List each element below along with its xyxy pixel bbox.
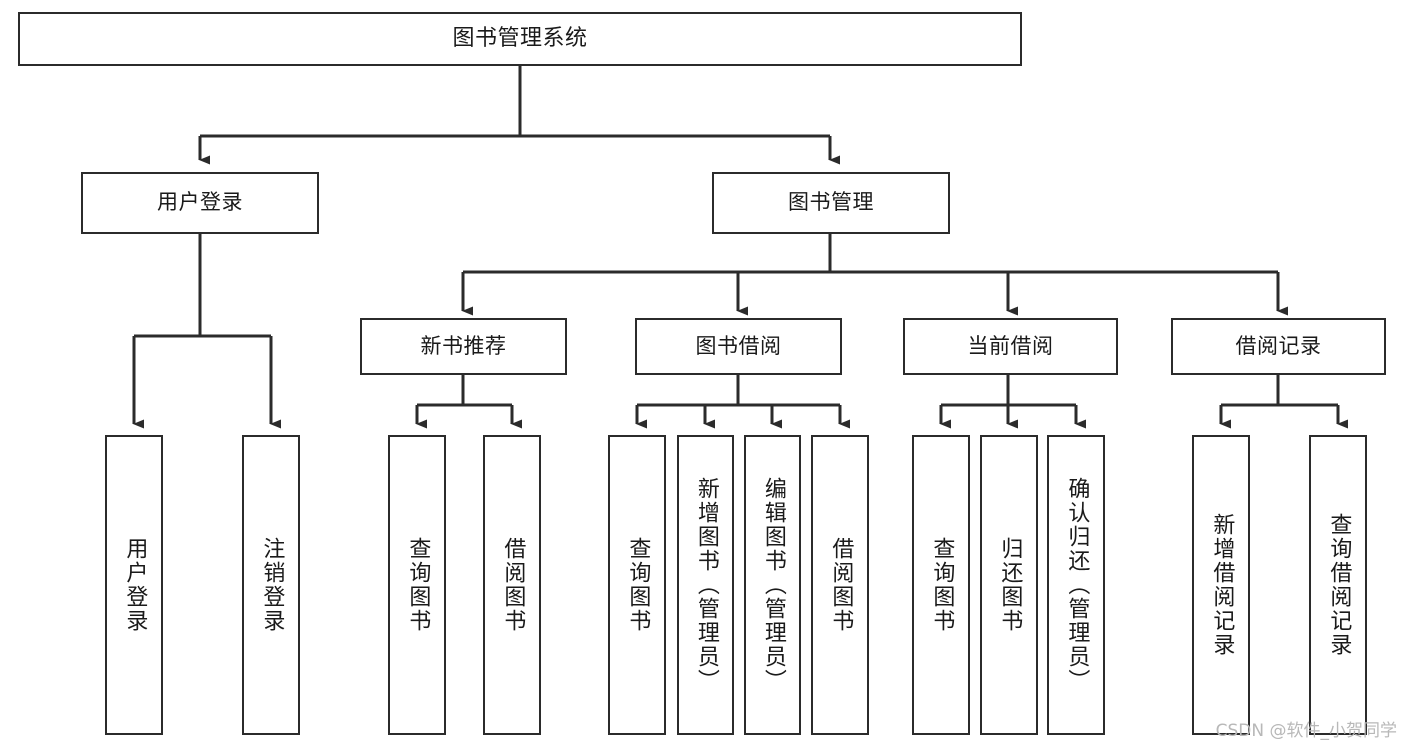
leaf-book-borrow-3[interactable]: 借阅图书: [811, 435, 869, 735]
leaf-book-borrow-2[interactable]: 编辑图书（管理员）: [744, 435, 801, 735]
node-label: 查询图书: [405, 537, 431, 633]
leaf-current-borrow-1[interactable]: 归还图书: [980, 435, 1038, 735]
leaf-new-book-rec-1[interactable]: 借阅图书: [483, 435, 541, 735]
leaf-current-borrow-2[interactable]: 确认归还（管理员）: [1047, 435, 1105, 735]
node-label: 确认归还（管理员）: [1064, 477, 1090, 693]
node-new-book-recommend[interactable]: 新书推荐: [360, 318, 567, 375]
node-label: 图书管理: [788, 190, 874, 215]
node-label: 新书推荐: [420, 333, 507, 358]
leaf-book-borrow-0[interactable]: 查询图书: [608, 435, 666, 735]
node-label: 注销登录: [259, 537, 285, 633]
node-label: 用户登录: [157, 190, 243, 215]
node-label: 图书管理系统: [452, 25, 588, 51]
leaf-new-book-rec-0[interactable]: 查询图书: [388, 435, 446, 735]
node-label: 查询借阅记录: [1326, 513, 1352, 657]
node-label: 借阅图书: [828, 537, 854, 633]
node-current-borrow[interactable]: 当前借阅: [903, 318, 1118, 375]
node-label: 编辑图书（管理员）: [760, 477, 786, 693]
node-book-borrow[interactable]: 图书借阅: [635, 318, 842, 375]
node-label: 当前借阅: [967, 333, 1054, 358]
leaf-book-borrow-1[interactable]: 新增图书（管理员）: [677, 435, 734, 735]
node-label: 查询图书: [929, 537, 955, 633]
node-label: 借阅记录: [1235, 333, 1322, 358]
leaf-borrow-record-1[interactable]: 查询借阅记录: [1309, 435, 1367, 735]
node-user-login[interactable]: 用户登录: [81, 172, 319, 234]
node-label: 借阅图书: [500, 537, 526, 633]
node-root-system[interactable]: 图书管理系统: [18, 12, 1022, 66]
leaf-current-borrow-0[interactable]: 查询图书: [912, 435, 970, 735]
node-label: 新增图书（管理员）: [693, 477, 719, 693]
node-label: 查询图书: [625, 537, 651, 633]
node-label: 新增借阅记录: [1209, 513, 1235, 657]
node-book-manage[interactable]: 图书管理: [712, 172, 950, 234]
leaf-user-login-0[interactable]: 用户登录: [105, 435, 163, 735]
leaf-user-login-1[interactable]: 注销登录: [242, 435, 300, 735]
node-label: 归还图书: [997, 537, 1023, 633]
node-label: 图书借阅: [695, 333, 782, 358]
node-borrow-record[interactable]: 借阅记录: [1171, 318, 1386, 375]
leaf-borrow-record-0[interactable]: 新增借阅记录: [1192, 435, 1250, 735]
node-label: 用户登录: [122, 537, 148, 633]
